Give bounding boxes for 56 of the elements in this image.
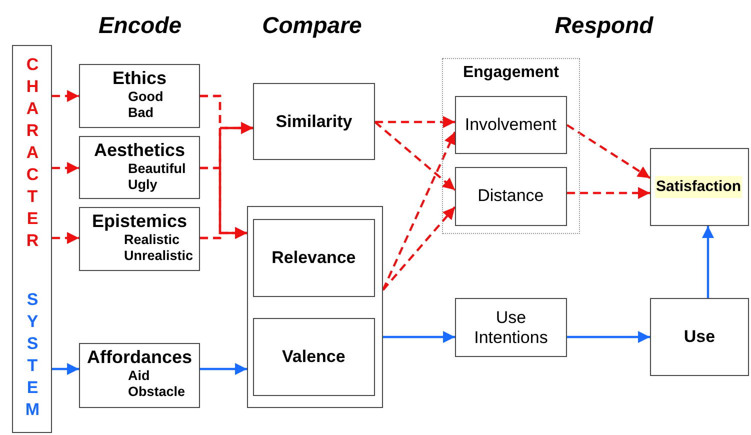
arrow: [567, 330, 650, 344]
box-label: Use Intentions: [473, 308, 549, 348]
arrow: [382, 206, 456, 291]
arrow: [567, 186, 650, 200]
category-item: Ugly: [128, 177, 158, 192]
system-box: [12, 45, 52, 433]
group-box: [442, 58, 580, 234]
category-box: [79, 207, 200, 271]
process-box: [454, 166, 567, 226]
category-item: Obstacle: [128, 384, 186, 399]
arrow: [200, 226, 247, 240]
arrow: [702, 226, 714, 298]
category-title: Ethics: [111, 68, 168, 88]
column-heading: Respond: [554, 12, 654, 39]
arrow: [383, 330, 455, 344]
arrow: [375, 116, 455, 128]
group-box: [247, 206, 383, 408]
process-box: [252, 318, 375, 396]
box-label: Distance: [478, 186, 544, 206]
arrow: [52, 162, 79, 174]
category-box: [79, 343, 200, 408]
column-heading: Encode: [98, 12, 182, 39]
category-item: Realistic: [124, 232, 180, 247]
process-box: [253, 83, 375, 160]
category-box: [79, 136, 200, 199]
category-item: Bad: [128, 105, 154, 120]
group-title: Engagement: [462, 64, 560, 82]
box-label: Satisfaction: [655, 176, 742, 198]
outcome-box: [650, 148, 749, 226]
arrow: [200, 362, 247, 376]
category-title: Epistemics: [90, 211, 188, 231]
box-label: Use: [684, 327, 716, 347]
vertical-label: SYSTEM: [24, 289, 41, 421]
category-title: Aesthetics: [92, 140, 186, 160]
box-label: Relevance: [272, 248, 356, 268]
arrow: [374, 121, 456, 191]
box-label: Involvement: [464, 114, 557, 135]
box-label: Similarity: [276, 112, 352, 132]
category-title: Affordances: [86, 347, 194, 367]
arrow: [52, 90, 79, 102]
vertical-label: CHARACTER: [25, 54, 40, 252]
category-item: Beautiful: [128, 161, 186, 176]
arrow: [52, 232, 79, 244]
process-box: [252, 218, 375, 297]
category-item: Good: [128, 89, 164, 104]
category-box: [79, 64, 200, 128]
arrow: [382, 132, 456, 290]
arrow: [52, 362, 79, 376]
column-heading: Compare: [262, 12, 362, 39]
arrow: [566, 124, 651, 179]
box-label: Valence: [282, 346, 346, 367]
outcome-box: [650, 298, 749, 376]
category-item: Unrealistic: [124, 248, 194, 263]
category-item: Aid: [128, 368, 150, 383]
process-box: [454, 96, 567, 154]
process-box: [455, 298, 567, 357]
